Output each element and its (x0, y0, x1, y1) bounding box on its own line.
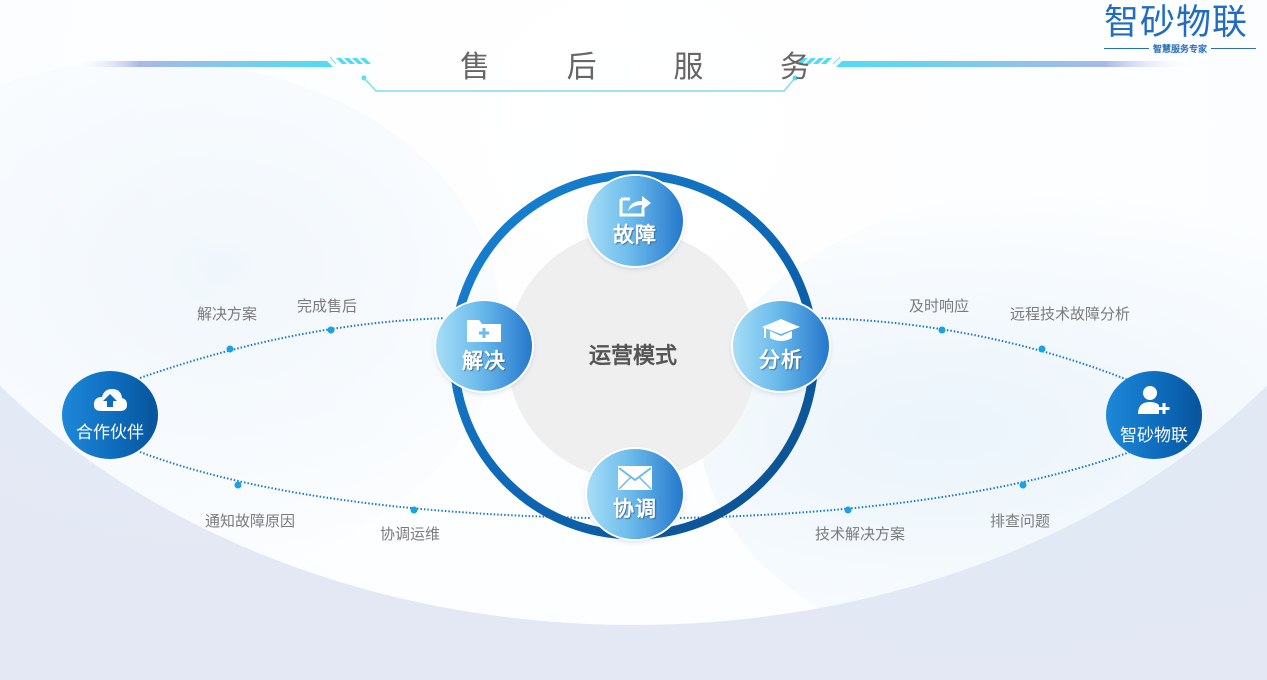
title-char: 务 (779, 50, 810, 85)
path-label: 技术解决方案 (815, 525, 906, 543)
node-coordinate[interactable]: 协调 (587, 449, 683, 539)
center-disk (507, 230, 757, 480)
graduation-cap-icon (761, 318, 801, 342)
title-char: 售 (460, 50, 490, 85)
header-decoration-right (640, 56, 1230, 92)
path-lower-left (139, 451, 591, 519)
node-label: 故障 (613, 222, 657, 247)
path-label: 远程技术故障分析 (1010, 305, 1131, 323)
node-analysis[interactable]: 分析 (733, 301, 829, 391)
add-user-icon (1137, 385, 1171, 419)
center-label: 运营模式 (588, 343, 677, 369)
share-arrow-icon (618, 193, 652, 217)
divider (1211, 48, 1257, 49)
divider (1104, 48, 1149, 49)
path-dots (226, 326, 1046, 514)
logo-tagline: 智慧服务专家 (1153, 45, 1208, 55)
path-label: 通知故障原因 (205, 512, 296, 530)
title-char: 后 (566, 50, 597, 85)
node-label: 解决 (462, 348, 506, 373)
logo-name: 智砂物联 (1104, 3, 1249, 43)
cloud-upload-icon (92, 388, 128, 416)
logo-tagline-row: 智慧服务专家 (1100, 42, 1260, 55)
path-lower-right (679, 451, 1131, 519)
page-title: 售 后 服 务 (460, 44, 810, 85)
node-label: 分析 (759, 347, 803, 372)
node-label: 智砂物联 (1120, 425, 1188, 446)
node-label: 合作伙伴 (76, 422, 144, 443)
path-upper-right (817, 317, 1129, 381)
envelope-icon (617, 465, 653, 491)
brand-logo: 智砂物联 智慧服务专家 (1100, 2, 1262, 58)
connection-paths (139, 317, 1131, 519)
folder-plus-icon (466, 317, 502, 343)
title-char: 服 (673, 50, 704, 85)
node-fault[interactable]: 故障 (587, 176, 683, 266)
header-decoration-left (35, 56, 640, 92)
node-resolve[interactable]: 解决 (436, 301, 532, 391)
side-node-company[interactable]: 智砂物联 (1106, 371, 1202, 459)
path-label: 解决方案 (197, 305, 258, 323)
path-label: 完成售后 (297, 297, 358, 315)
side-node-partner[interactable]: 合作伙伴 (62, 371, 158, 459)
path-upper-left (139, 317, 451, 379)
node-label: 协调 (613, 496, 657, 521)
path-label: 及时响应 (909, 297, 970, 315)
path-label: 协调运维 (380, 525, 441, 543)
path-label: 排查问题 (990, 512, 1051, 530)
